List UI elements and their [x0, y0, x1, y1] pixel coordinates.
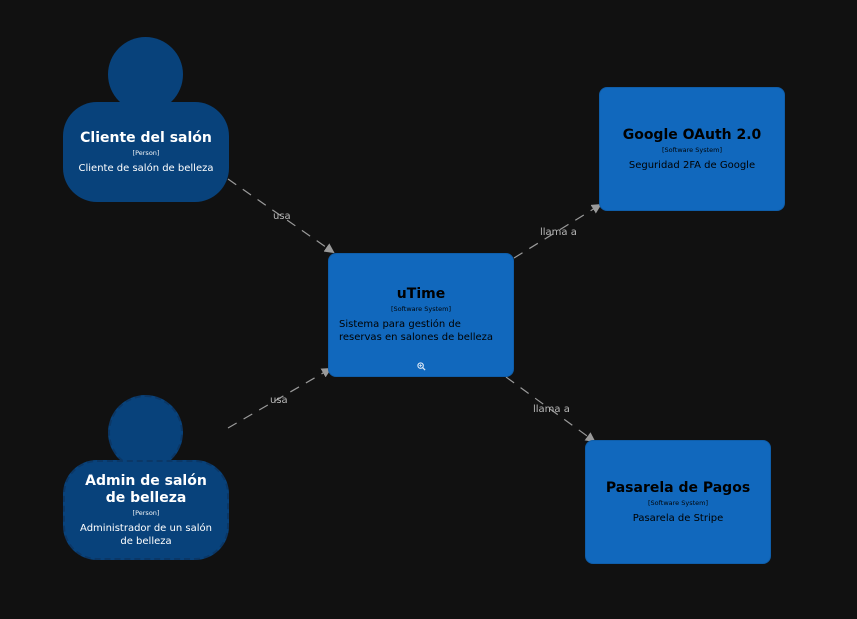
node-type: [Person] [132, 148, 160, 157]
person-head-icon [108, 37, 183, 112]
node-name: Admin de salón de belleza [85, 472, 207, 506]
edge-cliente-utime[interactable]: usa [227, 178, 335, 254]
system-google-oauth[interactable]: Google OAuth 2.0 [Software System] Segur… [599, 87, 785, 211]
zoom-in-icon[interactable] [417, 362, 426, 374]
edge-label: llama a [540, 227, 577, 238]
edge-admin-utime[interactable]: usa [227, 367, 332, 429]
node-type: [Software System] [390, 305, 452, 313]
person-body: Cliente del salón [Person] Cliente de sa… [63, 102, 229, 202]
node-description: Seguridad 2FA de Google [628, 159, 756, 171]
node-type: [Person] [132, 508, 160, 517]
node-description: Administrador de un salón de belleza [80, 522, 212, 547]
node-description: Cliente de salón de belleza [78, 162, 214, 174]
node-description: Sistema para gestión de reservas en salo… [339, 319, 493, 343]
edge-utime-oauth[interactable]: llama a [513, 203, 602, 259]
system-pasarela-de-pagos[interactable]: Pasarela de Pagos [Software System] Pasa… [585, 440, 771, 564]
node-name: Cliente del salón [80, 129, 212, 146]
edge-label: usa [270, 395, 288, 406]
edge-utime-pagos[interactable]: llama a [505, 376, 596, 443]
edge-label: llama a [533, 404, 570, 415]
node-description: Pasarela de Stripe [632, 512, 724, 524]
node-name: Google OAuth 2.0 [622, 126, 762, 143]
person-body: Admin de salón de belleza [Person] Admin… [63, 460, 229, 560]
node-name: uTime [396, 286, 446, 302]
node-type: [Software System] [661, 145, 723, 154]
node-type: [Software System] [647, 498, 709, 507]
node-name: Pasarela de Pagos [605, 479, 751, 496]
edge-label: usa [273, 211, 291, 222]
person-head-icon [108, 395, 183, 470]
system-utime[interactable]: uTime [Software System] Sistema para ges… [328, 253, 514, 377]
